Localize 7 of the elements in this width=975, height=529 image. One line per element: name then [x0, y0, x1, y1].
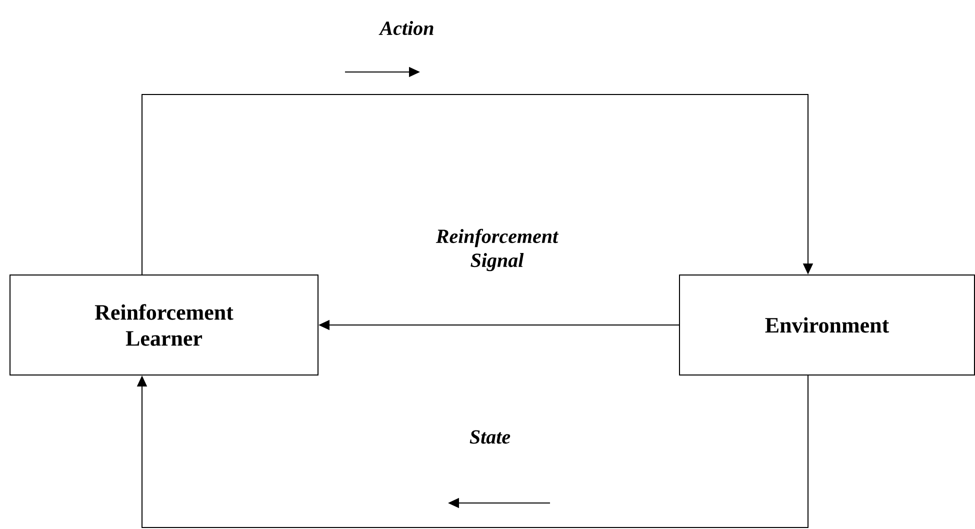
process-box: Environment: [679, 274, 975, 376]
process-box: Reinforcement Learner: [10, 274, 318, 376]
edge-label: Reinforcement Signal: [436, 228, 559, 272]
edge-label: Action: [378, 20, 434, 36]
arrow: [136, 375, 808, 528]
edge-label: State: [470, 430, 510, 444]
arrow: [142, 94, 814, 275]
